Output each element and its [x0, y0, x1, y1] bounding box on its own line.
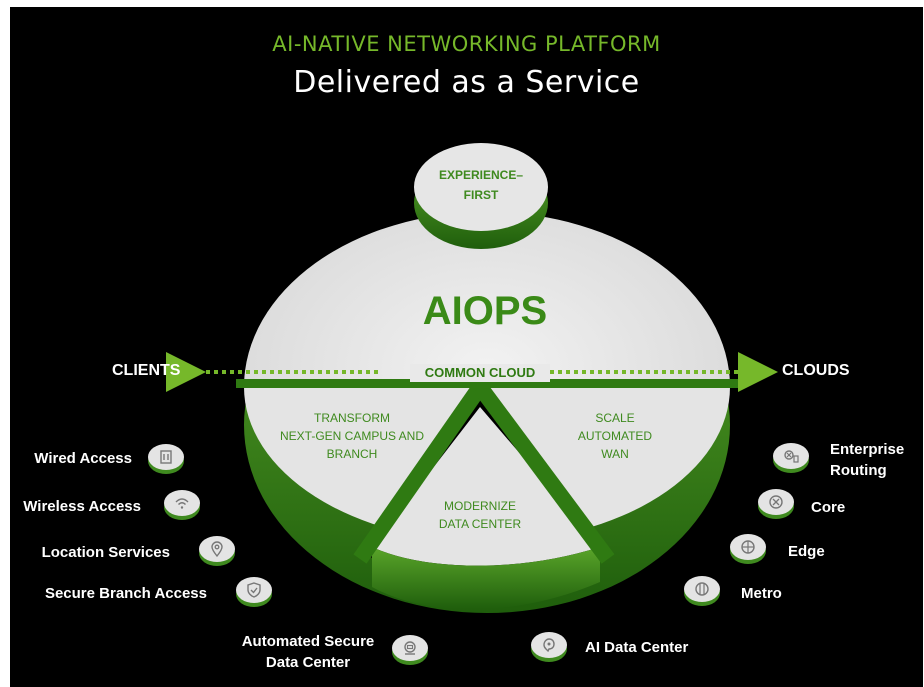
wired-access-icon — [148, 444, 184, 470]
data-center-icon — [392, 635, 428, 661]
client-wired-access: Wired Access — [34, 450, 132, 467]
ai-brain-icon — [531, 632, 567, 658]
platform-subtitle: Delivered as a Service — [293, 65, 640, 100]
platform-title: AI-NATIVE NETWORKING PLATFORM — [272, 32, 661, 56]
cloud-edge: Edge — [788, 543, 825, 560]
shield-icon — [236, 577, 272, 603]
metro-icon — [684, 576, 720, 602]
client-location-services: Location Services — [41, 544, 170, 561]
clouds-label: CLOUDS — [782, 362, 850, 379]
cloud-core: Core — [811, 499, 846, 516]
cloud-enterprise-routing: Enterprise Routing — [830, 441, 905, 479]
core-icon — [758, 489, 794, 515]
client-wireless-access: Wireless Access — [23, 498, 141, 515]
bottom-ai-data-center: AI Data Center — [585, 639, 689, 656]
segment-data-center: MODERNIZE DATA CENTER — [438, 499, 522, 531]
diagram-canvas: AI-NATIVE NETWORKING PLATFORM Delivered … — [10, 7, 923, 687]
client-secure-branch-access: Secure Branch Access — [44, 585, 207, 602]
experience-first-label: EXPERIENCE– FIRST — [438, 168, 524, 202]
experience-first-disc — [414, 143, 548, 249]
router-icon — [773, 443, 809, 469]
common-cloud-label: COMMON CLOUD — [410, 364, 550, 382]
bottom-automated-secure-dc: Automated Secure Data Center — [241, 633, 375, 671]
main-disc — [236, 212, 738, 613]
segment-campus-branch: TRANSFORM NEXT-GEN CAMPUS AND BRANCH — [279, 411, 425, 461]
platform-diagram — [166, 143, 778, 613]
segment-wan: SCALE AUTOMATED WAN — [577, 411, 653, 461]
location-pin-icon — [199, 536, 235, 562]
aiops-label: AIOPS — [422, 289, 548, 333]
edge-icon — [730, 534, 766, 560]
clients-label: CLIENTS — [112, 362, 181, 379]
wifi-icon — [164, 490, 200, 516]
cloud-metro: Metro — [741, 585, 782, 602]
